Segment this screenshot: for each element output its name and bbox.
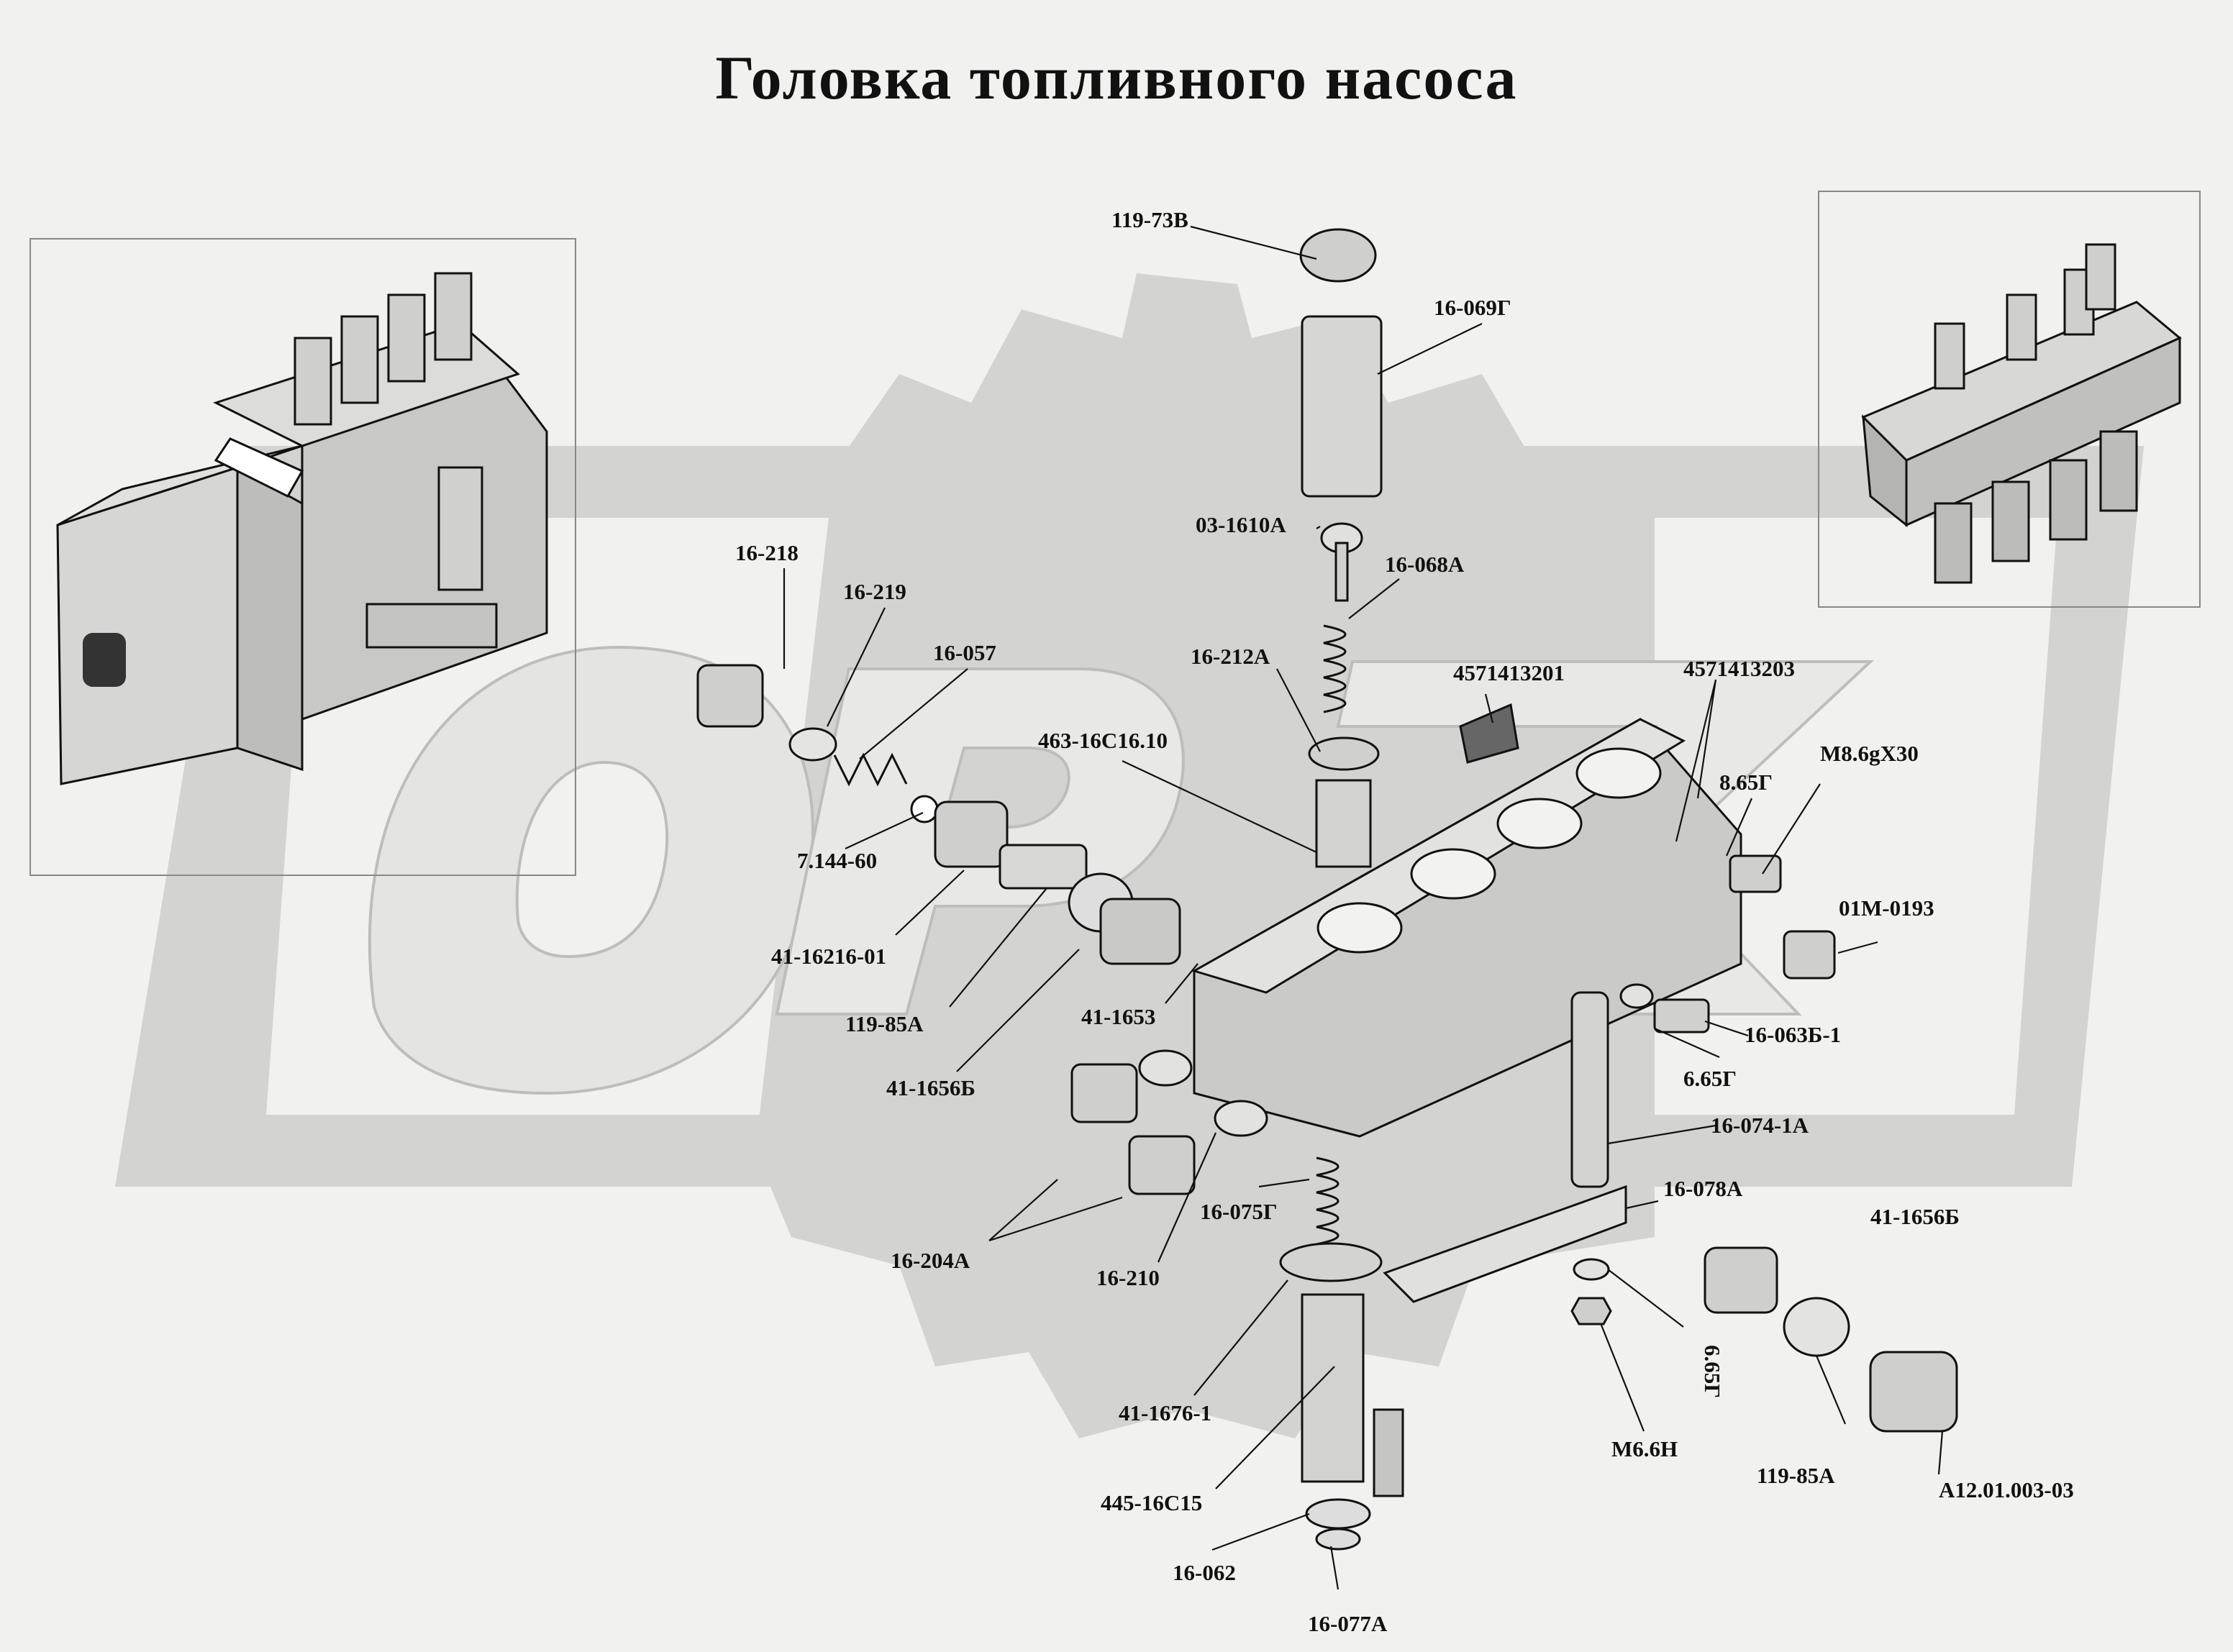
spring-part	[1323, 624, 1347, 713]
part-label: 41-1656Б	[1870, 1204, 1960, 1229]
part-label: 16-063Б-1	[1745, 1022, 1841, 1047]
page-title: Головка топливного насоса	[715, 43, 1518, 112]
part-label: 16-075Г	[1200, 1199, 1278, 1224]
watermark-letter-o	[368, 645, 814, 1095]
part-label: 41-1676-1	[1119, 1400, 1211, 1425]
pump-head-assembly-image	[1861, 243, 2182, 584]
part-label: М8.6gX30	[1820, 741, 1919, 766]
inset-frame-right	[1818, 191, 2201, 608]
leader-lines	[783, 225, 1944, 1590]
part-label: 41-16216-01	[771, 944, 886, 969]
fitting-part	[1301, 315, 1383, 498]
part-label: 119-85А	[1757, 1463, 1835, 1488]
part-label: 6.65Г	[1683, 1066, 1737, 1091]
part-label: 16-077А	[1308, 1611, 1388, 1636]
part-label: 119-73В	[1111, 207, 1188, 232]
part-label: 119-85А	[845, 1011, 924, 1036]
part-label: 16-218	[735, 540, 799, 565]
part-label: 16-204А	[891, 1248, 970, 1273]
exploded-parts	[696, 228, 1958, 1551]
part-label: 4571413203	[1683, 656, 1795, 681]
part-label: 463-16С16.10	[1038, 728, 1168, 753]
inset-frame-left	[29, 238, 576, 876]
part-label: 16-219	[843, 579, 906, 604]
part-label: 16-057	[933, 640, 996, 665]
part-labels: 119-73В 16-069Г 03-1610А 16-068А 16-212А…	[735, 207, 2074, 1636]
part-label: 16-069Г	[1434, 295, 1511, 320]
part-label: 445-16С15	[1101, 1490, 1202, 1515]
part-label: А12.01.003-03	[1939, 1477, 2074, 1502]
part-label: 16-212А	[1191, 644, 1270, 669]
part-label: М6.6Н	[1611, 1436, 1678, 1461]
part-label: 16-062	[1173, 1560, 1236, 1585]
part-label: 41-1653	[1081, 1004, 1155, 1029]
part-label: 16-210	[1096, 1265, 1160, 1290]
part-label: 7.144-60	[797, 848, 877, 873]
fuel-pump-assembly-image	[56, 272, 548, 785]
part-label: 01М-0193	[1839, 895, 1934, 921]
cap-nut-part	[1299, 228, 1377, 283]
part-label: 41-1656Б	[886, 1075, 975, 1100]
part-label: 6.65Г	[1700, 1345, 1725, 1398]
part-label: 03-1610А	[1196, 512, 1286, 537]
part-label: 16-078А	[1663, 1176, 1743, 1201]
valve-part	[1315, 779, 1372, 868]
part-label: 16-068А	[1385, 552, 1465, 577]
part-label: 4571413201	[1453, 660, 1565, 685]
part-label: 8.65Г	[1719, 770, 1773, 795]
part-label: 16-074-1А	[1711, 1113, 1809, 1138]
